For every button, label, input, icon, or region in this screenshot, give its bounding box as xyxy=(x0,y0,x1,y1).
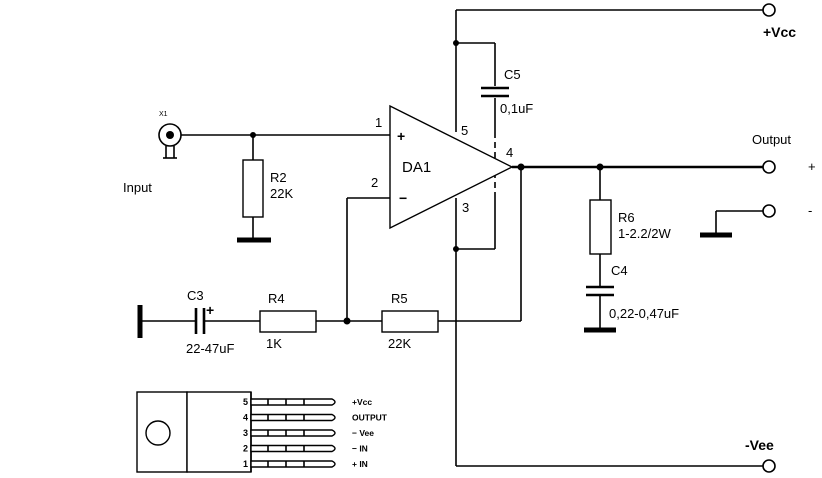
opamp-minus-sign: − xyxy=(399,190,407,206)
c5-value: 0,1uF xyxy=(500,101,533,116)
package-hole xyxy=(145,420,171,446)
resistor-r2 xyxy=(242,159,264,218)
package-pin-label: − Vee xyxy=(352,428,374,438)
package-pin-number: 5 xyxy=(243,397,248,407)
pin-3-label: 3 xyxy=(462,200,469,215)
package-pin-label: − IN xyxy=(352,444,368,454)
vee-terminal[interactable] xyxy=(762,459,776,473)
package-pin-label: + IN xyxy=(352,459,368,469)
resistor-r6 xyxy=(589,199,612,255)
input-stage: X1 Input R2 22K xyxy=(123,111,390,243)
pin-1-label: 1 xyxy=(375,115,382,130)
package-pin-number: 2 xyxy=(243,444,248,454)
capacitor-c5: C5 0,1uF xyxy=(453,40,533,252)
output-stage: Output + R6 1-2.2/2W C4 0,22-0,47uF - xyxy=(512,132,816,333)
vee-rail: -Vee xyxy=(455,198,776,473)
pin-2-label: 2 xyxy=(371,175,378,190)
output-minus-terminal[interactable] xyxy=(762,204,776,218)
vcc-label: +Vcc xyxy=(763,24,796,40)
package-pin-row: 2 − IN xyxy=(243,444,368,454)
package-body xyxy=(186,391,252,473)
opamp-da1: DA1 + − 1 2 3 4 5 xyxy=(371,104,514,230)
c3-polarity: + xyxy=(206,302,214,318)
r2-ref: R2 xyxy=(270,170,287,185)
junction-dot xyxy=(453,246,459,252)
vee-label: -Vee xyxy=(745,437,774,453)
package-pin-row: 3 − Vee xyxy=(243,428,374,438)
r5-value: 22K xyxy=(388,336,411,351)
resistor-r4 xyxy=(259,310,317,333)
opamp-triangle xyxy=(389,104,514,230)
pin-4-label: 4 xyxy=(506,145,513,160)
package-lead xyxy=(250,460,336,468)
pin-5-label: 5 xyxy=(461,123,468,138)
package-pin-row: 5 +Vcc xyxy=(243,397,372,407)
package-lead xyxy=(250,398,336,406)
package-pin-label: +Vcc xyxy=(352,397,372,407)
output-plus-label: + xyxy=(808,159,816,174)
input-connector-ref: X1 xyxy=(159,111,168,118)
package-pinout: 5 +Vcc 4 OUTPUT 3 − Vee 2 − IN 1 + IN xyxy=(136,391,388,473)
resistor-r5 xyxy=(381,310,439,333)
package-pin-row: 1 + IN xyxy=(243,459,368,469)
package-lead xyxy=(250,413,336,422)
r6-ref: R6 xyxy=(618,210,635,225)
opamp-plus-sign: + xyxy=(397,128,405,144)
junction-dot xyxy=(453,40,459,46)
package-pin-rows: 5 +Vcc 4 OUTPUT 3 − Vee 2 − IN 1 + IN xyxy=(243,397,388,469)
output-label: Output xyxy=(752,132,791,147)
r5-ref: R5 xyxy=(391,291,408,306)
c3-value: 22-47uF xyxy=(186,341,234,356)
package-pin-label: OUTPUT xyxy=(352,413,388,423)
c4-ref: C4 xyxy=(611,263,628,278)
input-label: Input xyxy=(123,180,152,195)
output-minus-label: - xyxy=(808,203,812,218)
r6-value: 1-2.2/2W xyxy=(618,226,671,241)
r4-ref: R4 xyxy=(268,291,285,306)
r2-value: 22K xyxy=(270,186,293,201)
c5-ref: C5 xyxy=(504,67,521,82)
package-pin-number: 3 xyxy=(243,428,248,438)
input-jack-center xyxy=(166,131,174,139)
output-plus-terminal[interactable] xyxy=(762,160,776,174)
r4-value: 1K xyxy=(266,336,282,351)
junction-dot xyxy=(517,163,525,171)
vcc-rail: +Vcc xyxy=(455,3,796,132)
c4-value: 0,22-0,47uF xyxy=(609,306,679,321)
opamp-name: DA1 xyxy=(402,159,431,176)
feedback-network: + C3 22-47uF R4 1K R5 22K xyxy=(137,167,522,356)
c3-ref: C3 xyxy=(187,288,204,303)
package-lead xyxy=(250,444,336,453)
package-pin-number: 1 xyxy=(243,459,248,469)
package-pin-row: 4 OUTPUT xyxy=(243,413,388,423)
package-lead xyxy=(250,429,336,437)
package-pin-number: 4 xyxy=(243,413,248,423)
vcc-terminal[interactable] xyxy=(762,3,776,17)
